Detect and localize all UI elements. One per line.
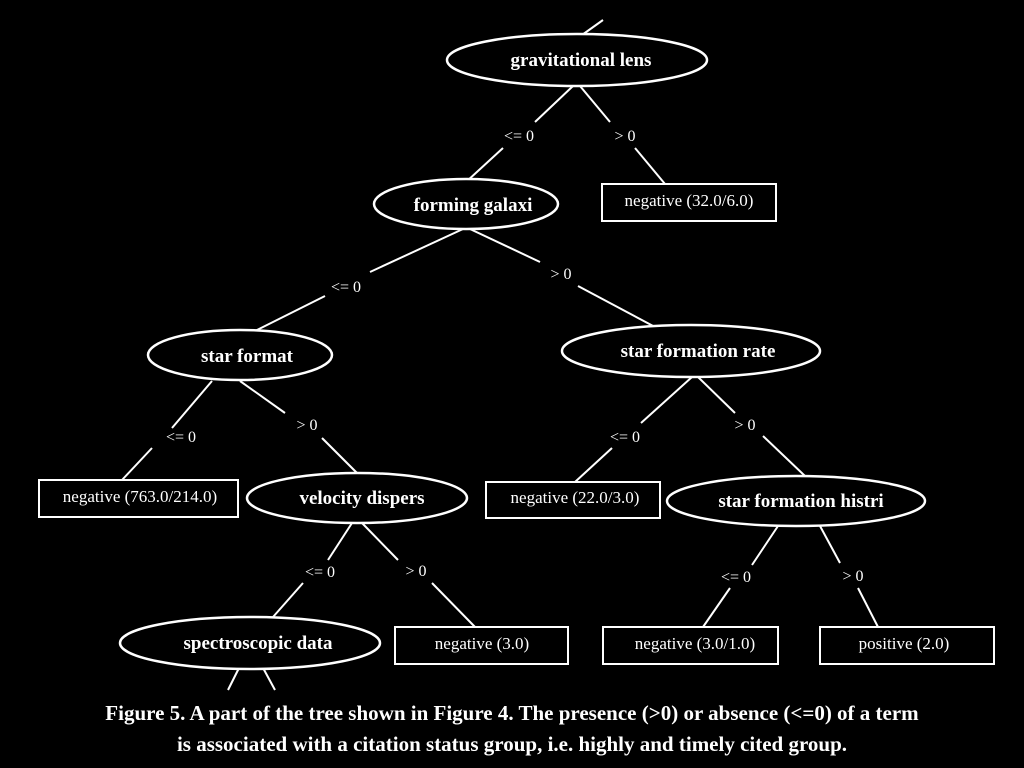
edge-label: <= 0 xyxy=(166,429,196,446)
edge-label: > 0 xyxy=(734,417,755,434)
caption-line-1: Figure 5. A part of the tree shown in Fi… xyxy=(105,701,919,725)
edge-sfh-le xyxy=(751,525,779,566)
tree-node-forming-galaxi: forming galaxi xyxy=(372,177,560,231)
tree-leaf-negative-32: negative (32.0/6.0) xyxy=(601,183,777,222)
edge-sfh-gt xyxy=(857,587,879,628)
edge-vel-le xyxy=(272,582,304,618)
figure-caption: Figure 5. A part of the tree shown in Fi… xyxy=(0,698,1024,760)
node-label: star formation rate xyxy=(621,341,776,362)
tree-node-star-formation-histri: star formation histri xyxy=(665,474,927,528)
edge-sfr-gt xyxy=(762,435,806,477)
edge-grav-gt xyxy=(634,147,666,185)
edge-label: > 0 xyxy=(614,128,635,145)
edge-label: <= 0 xyxy=(721,569,751,586)
edge-labels: <= 0 > 0 <= 0 > 0 <= 0 > 0 <= 0 > 0 <= 0… xyxy=(166,128,864,586)
edge-grav-le xyxy=(465,147,504,183)
edge-label: <= 0 xyxy=(504,128,534,145)
edge-starfmt-gt xyxy=(321,437,359,475)
edge-starfmt-gt xyxy=(239,380,286,414)
edge-sfh-le xyxy=(702,587,731,628)
tree-node-star-formation-rate: star formation rate xyxy=(560,323,822,379)
node-label: gravitational lens xyxy=(511,50,652,71)
edge-label: <= 0 xyxy=(610,429,640,446)
edge-sfr-gt xyxy=(697,376,736,414)
edge-sfh-gt xyxy=(819,525,841,564)
edge-starfmt-le xyxy=(121,447,153,481)
node-label: velocity dispers xyxy=(299,488,424,509)
edge-grav-gt xyxy=(579,85,611,123)
tree-node-velocity-dispers: velocity dispers xyxy=(245,471,469,525)
leaf-label: negative (3.0) xyxy=(435,634,529,653)
leaf-label: negative (32.0/6.0) xyxy=(625,191,754,210)
edge-label: > 0 xyxy=(405,563,426,580)
tree-node-gravitational-lens: gravitational lens xyxy=(445,32,709,88)
leaf-label: negative (763.0/214.0) xyxy=(63,487,217,506)
edge-sfr-le xyxy=(574,447,613,483)
caption-line-2: is associated with a citation status gro… xyxy=(176,732,848,756)
leaf-label: negative (22.0/3.0) xyxy=(511,488,640,507)
tree-node-spectroscopic-data: spectroscopic data xyxy=(118,615,382,671)
tree-leaf-negative-3-1: negative (3.0/1.0) xyxy=(602,626,779,665)
edge-label: > 0 xyxy=(550,266,571,283)
edge-form-le xyxy=(369,228,464,273)
tree-edges xyxy=(121,19,879,691)
leaf-label: negative (3.0/1.0) xyxy=(635,634,755,653)
edge-vel-gt xyxy=(361,522,399,561)
tree-node-star-format: star format xyxy=(146,328,334,382)
tree-leaf-negative-22: negative (22.0/3.0) xyxy=(485,481,661,519)
edge-label: <= 0 xyxy=(305,564,335,581)
edge-vel-gt xyxy=(431,582,476,628)
node-label: star formation histri xyxy=(718,491,883,512)
edge-form-gt xyxy=(577,285,656,328)
edge-label: > 0 xyxy=(296,417,317,434)
node-label: star format xyxy=(201,346,294,367)
edge-grav-le xyxy=(534,85,574,123)
leaf-label: positive (2.0) xyxy=(859,634,950,653)
edge-sfr-le xyxy=(640,376,693,424)
tree-leaf-positive-2: positive (2.0) xyxy=(819,626,995,665)
edge-form-gt xyxy=(469,228,541,263)
edge-starfmt-le xyxy=(171,380,213,429)
edge-label: > 0 xyxy=(842,568,863,585)
node-label: forming galaxi xyxy=(414,195,533,216)
edge-vel-le xyxy=(327,522,353,561)
node-label: spectroscopic data xyxy=(184,633,333,654)
tree-leaf-negative-763: negative (763.0/214.0) xyxy=(38,479,239,518)
tree-leaf-negative-3: negative (3.0) xyxy=(394,626,569,665)
edge-form-le xyxy=(254,295,326,332)
edge-label: <= 0 xyxy=(331,279,361,296)
